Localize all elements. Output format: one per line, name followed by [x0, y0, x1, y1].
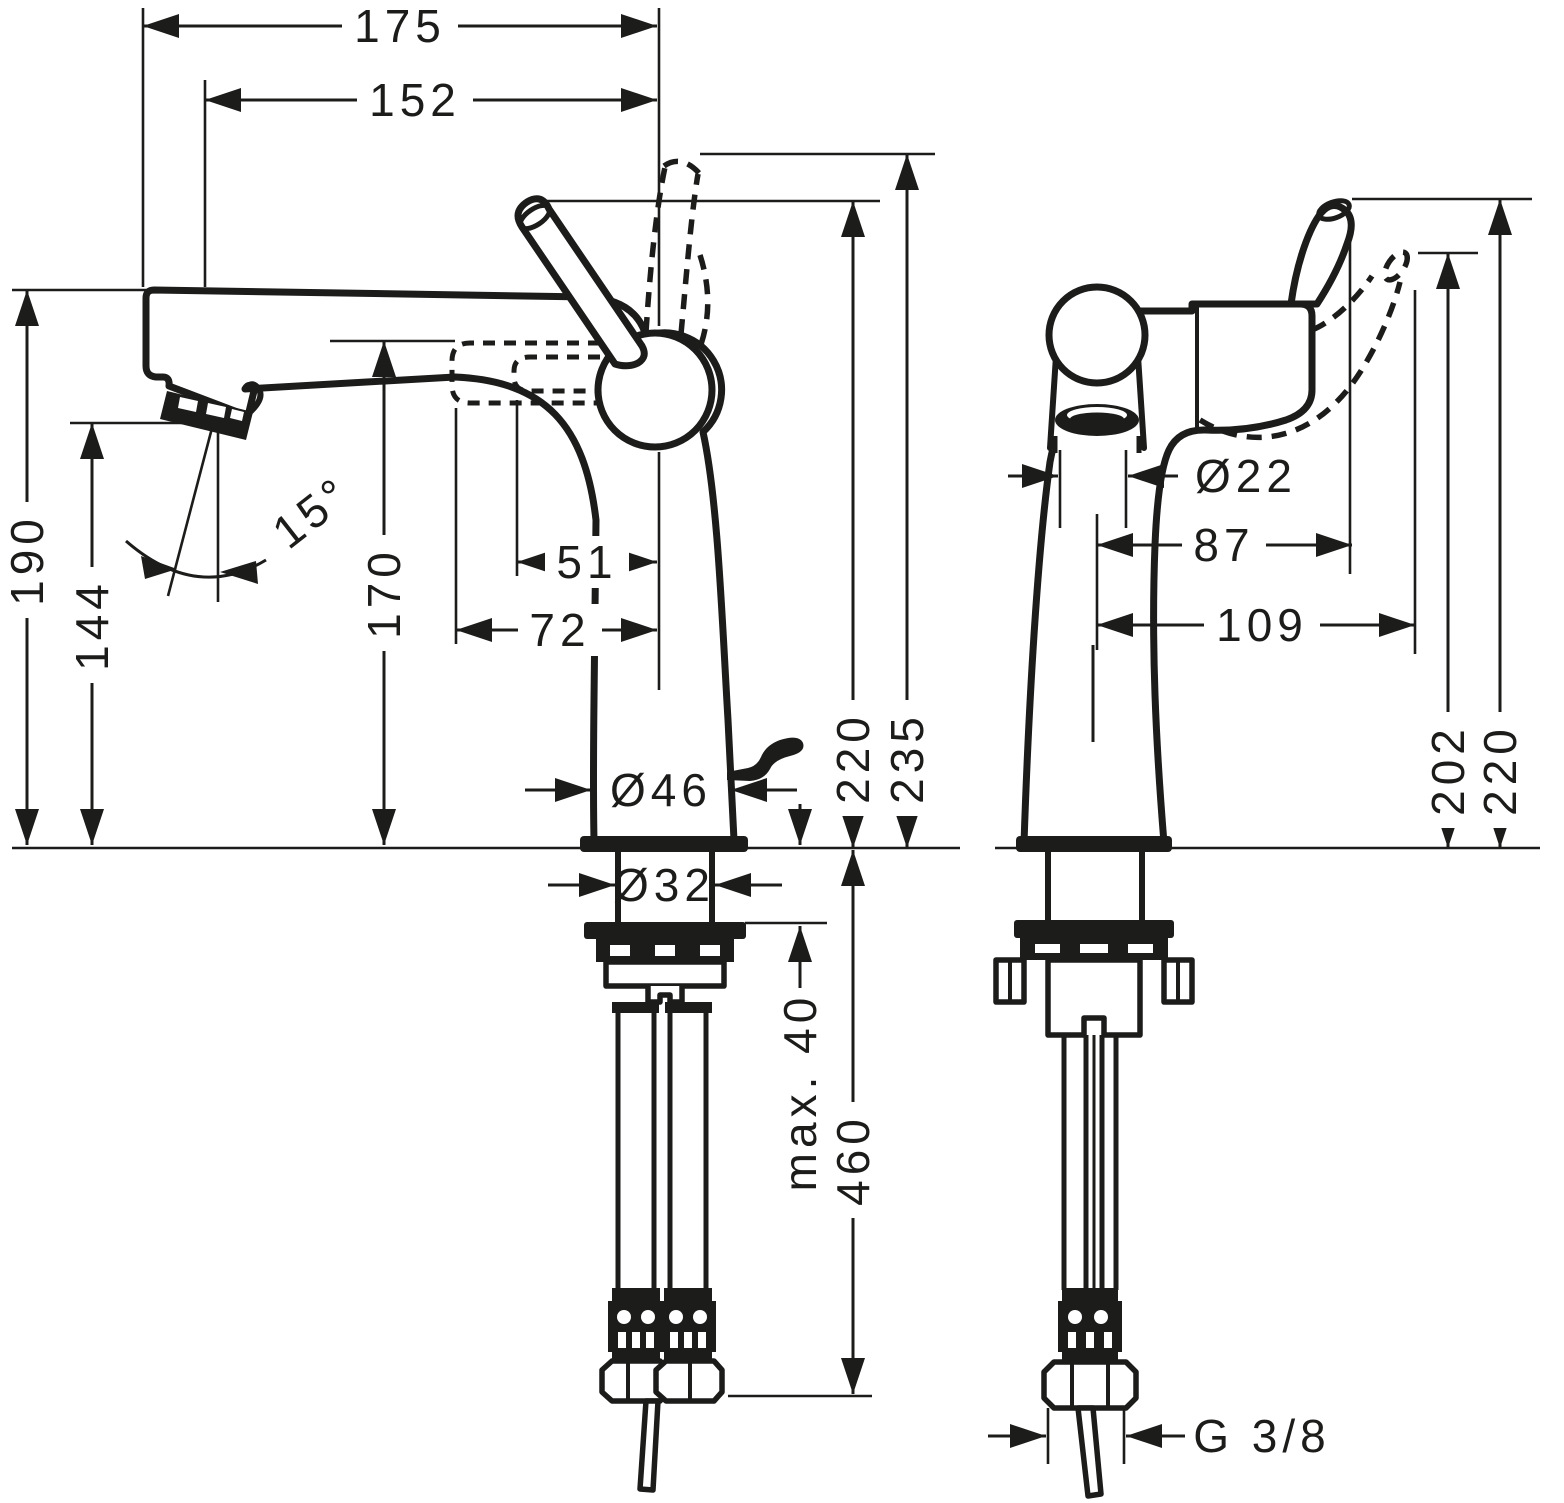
supply-hoses-front [1041, 1035, 1139, 1499]
dim-angle-15: 15° [125, 427, 362, 602]
handle-side [514, 195, 648, 370]
dim-label-220-front: 220 [1474, 724, 1526, 816]
dim-label-72: 72 [529, 604, 590, 656]
dim-label-dia32: Ø32 [613, 859, 715, 911]
dim-51: 51 [517, 536, 657, 588]
dim-109: 109 [1097, 599, 1415, 651]
front-view-drawing: Ø22 87 109 202 [988, 197, 1540, 1499]
cartridge-hidden-outline [449, 340, 600, 406]
dim-label-51: 51 [556, 536, 617, 588]
dim-87: 87 [1097, 519, 1352, 571]
dim-label-109: 109 [1216, 599, 1308, 651]
dim-label-170: 170 [358, 547, 410, 639]
dim-dia32: Ø32 [548, 859, 782, 911]
dim-235: 235 [881, 154, 933, 848]
handle-dashed-alt-position [643, 158, 711, 351]
popup-rod-lever [727, 737, 804, 781]
dim-label-max40: max. 40 [774, 993, 826, 1192]
dim-72: 72 [456, 604, 657, 656]
dim-220-side: 220 [827, 201, 879, 848]
dim-202: 202 [1422, 253, 1474, 848]
spout-tube-front [1045, 283, 1149, 387]
dim-190: 190 [1, 290, 53, 845]
faucet-body-side [142, 286, 738, 844]
dim-label-202: 202 [1422, 724, 1474, 816]
mounting-hardware-front [993, 836, 1195, 1038]
hose-crimp-fitting [660, 1288, 716, 1362]
dim-label-190: 190 [1, 514, 53, 606]
handle-end-cap-front [1316, 198, 1352, 222]
hose-crimp-fitting [608, 1288, 664, 1362]
dim-label-152: 152 [369, 74, 461, 126]
front-view-dimensions: Ø22 87 109 202 [988, 197, 1540, 1464]
dim-label-144: 144 [66, 579, 118, 671]
dim-220-front: 220 [1474, 199, 1526, 848]
handle-end-cap [517, 202, 553, 232]
g38-hex-nut [1041, 1359, 1139, 1411]
drain-pull-rod-front [1075, 1405, 1104, 1499]
dim-label-460: 460 [827, 1114, 879, 1206]
handle-dashed-alt-position-front [1198, 249, 1411, 441]
dim-label-235: 235 [881, 712, 933, 804]
dim-max40: max. 40 [774, 804, 826, 1196]
dim-dia46: Ø46 [525, 764, 797, 816]
spout-front [1045, 283, 1149, 453]
dim-label-g38: G 3/8 [1193, 1410, 1331, 1462]
side-view-dimensions: 175 152 190 144 [1, 0, 960, 1398]
dim-label-dia22: Ø22 [1195, 450, 1297, 502]
aerator [160, 391, 253, 440]
hose-crimp-fitting-front [1058, 1288, 1122, 1362]
dim-g38: G 3/8 [988, 1410, 1331, 1462]
side-view-drawing: 175 152 190 144 [1, 0, 960, 1493]
dim-152: 152 [205, 74, 657, 126]
dim-label-15deg: 15° [263, 465, 362, 558]
spout-underside-step [242, 381, 264, 417]
supply-hoses-side [599, 1013, 725, 1493]
dim-175: 175 [143, 0, 657, 52]
dim-label-dia46: Ø46 [610, 764, 712, 816]
dim-144: 144 [66, 423, 118, 845]
dim-label-175: 175 [354, 0, 446, 52]
dim-170: 170 [358, 341, 410, 845]
drain-pull-rod [637, 1398, 661, 1493]
dim-460: 460 [827, 850, 879, 1394]
dim-dia22: Ø22 [1008, 450, 1297, 502]
dim-label-87: 87 [1193, 519, 1254, 571]
dim-label-220-side: 220 [827, 712, 879, 804]
handle-front [1287, 198, 1355, 308]
